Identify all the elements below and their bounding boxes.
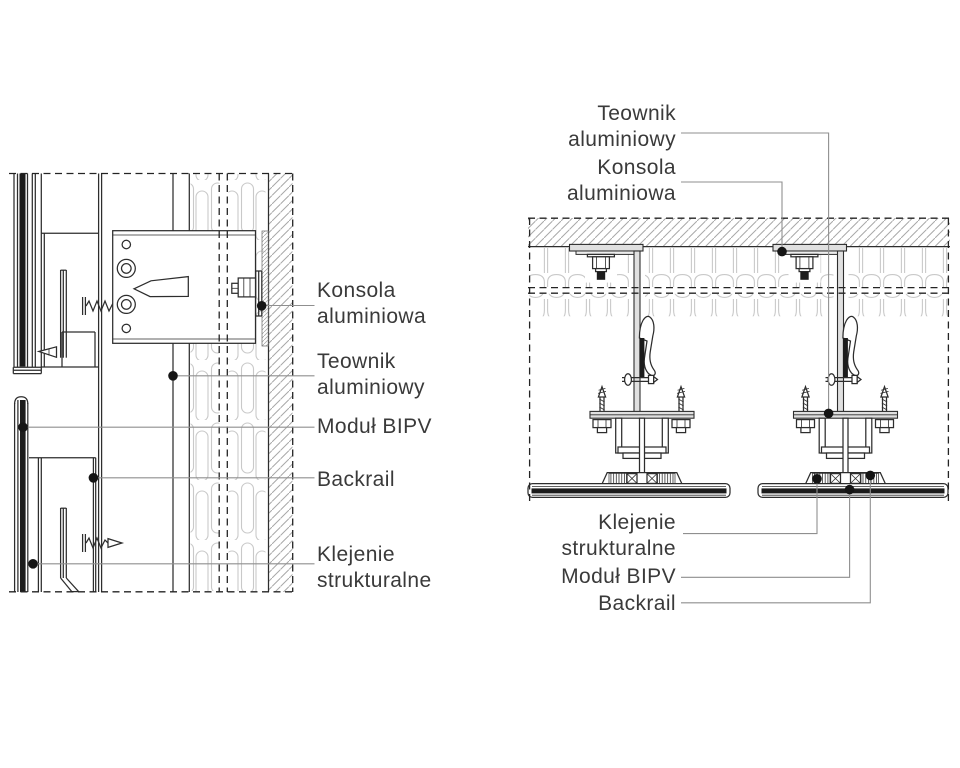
label-klejenie-strukturalne-left: Klejenie strukturalne bbox=[317, 542, 432, 594]
label-line: Backrail bbox=[598, 592, 676, 615]
adjustment-slot bbox=[132, 275, 189, 298]
label-line: aluminiowy bbox=[317, 376, 425, 399]
label-line: Moduł BIPV bbox=[561, 565, 676, 588]
right-section-drawing bbox=[527, 132, 950, 604]
label-backrail-left: Backrail bbox=[317, 467, 395, 493]
right-leaders bbox=[681, 132, 876, 604]
label-line: aluminiowy bbox=[568, 128, 676, 151]
wall-hatch bbox=[528, 218, 950, 247]
module-clip bbox=[36, 345, 58, 359]
label-line: Moduł BIPV bbox=[317, 415, 432, 438]
label-line: aluminiowa bbox=[317, 305, 427, 328]
label-klejenie-strukturalne-right: Klejenie strukturalne bbox=[561, 510, 676, 562]
backrail-lower bbox=[29, 457, 97, 593]
label-line: Backrail bbox=[317, 468, 395, 491]
label-line: aluminiowa bbox=[566, 182, 676, 205]
left-leaders bbox=[18, 301, 315, 569]
bipv-panel bbox=[527, 482, 731, 499]
label-backrail-right: Backrail bbox=[598, 591, 676, 617]
label-line: Teownik bbox=[597, 102, 676, 125]
label-line: strukturalne bbox=[561, 537, 676, 560]
backrail-upper bbox=[36, 232, 99, 368]
label-teownik-aluminiowy-right: Teownik aluminiowy bbox=[568, 101, 676, 153]
wall-anchor-bolt bbox=[231, 270, 263, 317]
label-line: Konsola bbox=[597, 156, 676, 179]
bipv-module-upper bbox=[12, 173, 42, 375]
label-modul-bipv-right: Moduł BIPV bbox=[561, 564, 676, 590]
label-line: strukturalne bbox=[317, 569, 432, 592]
label-line: Klejenie bbox=[598, 511, 676, 534]
left-section-drawing bbox=[9, 172, 315, 593]
label-teownik-aluminiowy-left: Teownik aluminiowy bbox=[317, 349, 425, 401]
label-line: Teownik bbox=[317, 350, 396, 373]
label-line: Konsola bbox=[317, 279, 396, 302]
bipv-module-lower bbox=[13, 396, 29, 592]
label-konsola-aluminiowa-right: Konsola aluminiowa bbox=[567, 155, 676, 207]
label-konsola-aluminiowa-left: Konsola aluminiowa bbox=[317, 278, 426, 330]
thermal-pad bbox=[261, 230, 269, 347]
wall-hatch bbox=[269, 173, 293, 592]
label-line: Klejenie bbox=[317, 543, 395, 566]
label-modul-bipv-left: Moduł BIPV bbox=[317, 414, 432, 440]
adjusting-screw-lower bbox=[81, 534, 125, 552]
insulation-row bbox=[529, 293, 949, 317]
